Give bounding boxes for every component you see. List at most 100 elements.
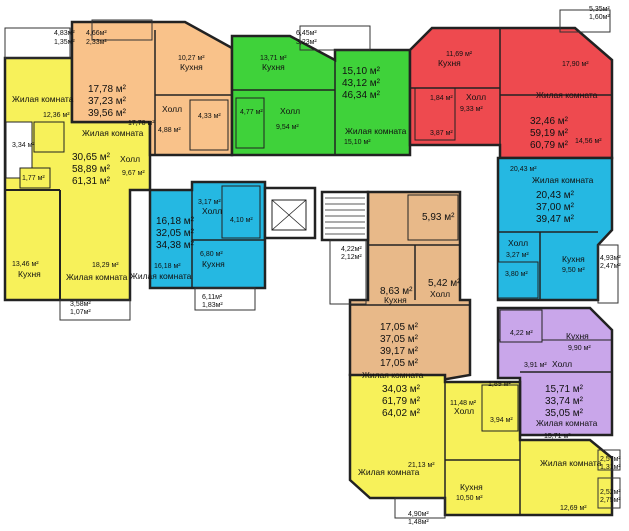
svg-text:15,10 м²: 15,10 м² bbox=[342, 66, 381, 77]
apartment-yellow-bottom[interactable] bbox=[348, 373, 614, 517]
svg-text:9,50 м²: 9,50 м² bbox=[562, 267, 585, 274]
svg-text:Жилая комната: Жилая комната bbox=[536, 90, 598, 100]
svg-text:4,90м²: 4,90м² bbox=[408, 511, 429, 518]
svg-text:37,23 м²: 37,23 м² bbox=[88, 96, 127, 107]
svg-text:2,33м²: 2,33м² bbox=[86, 39, 107, 46]
svg-text:Холл: Холл bbox=[466, 92, 486, 102]
svg-text:35,05 м²: 35,05 м² bbox=[545, 408, 584, 419]
svg-text:39,56 м²: 39,56 м² bbox=[88, 108, 127, 119]
apartment-red[interactable] bbox=[408, 26, 614, 160]
svg-text:4,88 м²: 4,88 м² bbox=[158, 127, 181, 134]
svg-text:9,33 м²: 9,33 м² bbox=[460, 106, 483, 113]
svg-text:Жилая комната: Жилая комната bbox=[358, 467, 420, 477]
svg-text:Холл: Холл bbox=[202, 206, 222, 216]
svg-text:Кухня: Кухня bbox=[384, 295, 407, 305]
svg-text:11,69 м²: 11,69 м² bbox=[446, 51, 473, 58]
red-labels: 11,69 м² Кухня 17,90 м² Жилая комната 1,… bbox=[430, 51, 602, 151]
apartment-green[interactable] bbox=[230, 34, 412, 157]
svg-text:4,22м²: 4,22м² bbox=[341, 246, 362, 253]
svg-text:64,02 м²: 64,02 м² bbox=[382, 408, 421, 419]
svg-text:1,60м²: 1,60м² bbox=[589, 14, 610, 21]
svg-text:6,11м²: 6,11м² bbox=[202, 294, 223, 301]
svg-text:Кухня: Кухня bbox=[262, 62, 285, 72]
svg-text:Жилая комната: Жилая комната bbox=[130, 271, 192, 281]
svg-text:4,93м²: 4,93м² bbox=[600, 255, 621, 262]
svg-text:Кухня: Кухня bbox=[562, 254, 585, 264]
svg-text:5,35м²: 5,35м² bbox=[589, 6, 610, 13]
svg-text:Холл: Холл bbox=[552, 359, 572, 369]
svg-text:Жилая комната: Жилая комната bbox=[82, 128, 144, 138]
svg-text:14,56 м²: 14,56 м² bbox=[575, 138, 602, 145]
svg-text:8,63 м²: 8,63 м² bbox=[380, 286, 413, 297]
svg-text:59,19 м²: 59,19 м² bbox=[530, 128, 569, 139]
svg-text:1,48м²: 1,48м² bbox=[408, 519, 429, 526]
svg-text:Холл: Холл bbox=[430, 289, 450, 299]
svg-text:1,89 м²: 1,89 м² bbox=[488, 381, 511, 388]
svg-text:1,84 м²: 1,84 м² bbox=[430, 95, 453, 102]
svg-text:3,91 м²: 3,91 м² bbox=[524, 362, 547, 369]
svg-text:6,80 м²: 6,80 м² bbox=[200, 251, 223, 258]
svg-text:11,48 м²: 11,48 м² bbox=[450, 400, 477, 407]
apartment-blue-right[interactable] bbox=[496, 156, 614, 302]
svg-text:33,74 м²: 33,74 м² bbox=[545, 396, 584, 407]
orange-labels: 10,27 м² Кухня 17,78 м² 37,23 м² 39,56 м… bbox=[82, 55, 221, 138]
svg-text:2,12м²: 2,12м² bbox=[341, 254, 362, 261]
svg-text:3,58м²: 3,58м² bbox=[70, 301, 91, 308]
svg-text:Жилая комната: Жилая комната bbox=[362, 370, 424, 380]
svg-text:34,03 м²: 34,03 м² bbox=[382, 384, 421, 395]
apartment-yellow-left[interactable] bbox=[3, 56, 152, 302]
blue-left-labels: 16,18 м² 32,05 м² 34,38 м² 3,17 м² Холл … bbox=[130, 199, 253, 281]
apartment-blue-left[interactable] bbox=[148, 180, 267, 290]
room-label: Кухня bbox=[18, 269, 41, 279]
tan-labels: 5,93 м² 8,63 м² Кухня 5,42 м² Холл 17,05… bbox=[362, 212, 461, 380]
svg-text:17,90 м²: 17,90 м² bbox=[562, 61, 589, 68]
svg-text:39,47 м²: 39,47 м² bbox=[536, 214, 575, 225]
svg-text:15,10 м²: 15,10 м² bbox=[344, 139, 371, 146]
svg-text:17,05 м²: 17,05 м² bbox=[380, 358, 419, 369]
svg-text:3,87 м²: 3,87 м² bbox=[430, 130, 453, 137]
svg-text:5,93 м²: 5,93 м² bbox=[422, 212, 455, 223]
svg-text:4,83м²: 4,83м² bbox=[54, 30, 75, 37]
svg-text:3,23м²: 3,23м² bbox=[296, 39, 317, 46]
svg-text:20,43 м²: 20,43 м² bbox=[510, 166, 537, 173]
svg-text:34,38 м²: 34,38 м² bbox=[156, 240, 195, 251]
svg-text:4,10 м²: 4,10 м² bbox=[230, 217, 253, 224]
blue-right-labels: 20,43 м² Жилая комната 20,43 м² 37,00 м²… bbox=[505, 166, 594, 278]
svg-text:9,90 м²: 9,90 м² bbox=[568, 345, 591, 352]
svg-text:60,79 м²: 60,79 м² bbox=[530, 140, 569, 151]
apartment-total: 58,89 м² bbox=[72, 164, 111, 175]
svg-text:Кухня: Кухня bbox=[438, 58, 461, 68]
room-area: 9,67 м² bbox=[122, 170, 145, 177]
room-area: 1,77 м² bbox=[22, 175, 45, 182]
room-area: 3,34 м² bbox=[12, 142, 35, 149]
stair-core bbox=[263, 186, 370, 242]
apartment-purple[interactable] bbox=[496, 306, 614, 437]
svg-text:20,43 м²: 20,43 м² bbox=[536, 190, 575, 201]
svg-text:1,35м²: 1,35м² bbox=[54, 39, 75, 46]
apartment-orange[interactable] bbox=[70, 20, 234, 157]
svg-text:4,66м²: 4,66м² bbox=[86, 30, 107, 37]
svg-text:32,46 м²: 32,46 м² bbox=[530, 116, 569, 127]
purple-labels: 4,22 м² Кухня 9,90 м² 3,91 м² Холл 15,71… bbox=[510, 330, 598, 440]
svg-text:3,80 м²: 3,80 м² bbox=[505, 271, 528, 278]
svg-text:2,75м²: 2,75м² bbox=[600, 497, 621, 504]
svg-text:Кухня: Кухня bbox=[180, 62, 203, 72]
yellow-left-labels: Жилая комната 12,36 м² 3,34 м² 1,77 м² Х… bbox=[12, 94, 145, 282]
apartment-tan[interactable] bbox=[348, 190, 472, 390]
svg-text:Холл: Холл bbox=[454, 406, 474, 416]
room-label: Холл bbox=[120, 154, 140, 164]
svg-text:10,27 м²: 10,27 м² bbox=[178, 55, 205, 62]
svg-text:17,05 м²: 17,05 м² bbox=[380, 322, 419, 333]
room-label: Жилая комната bbox=[12, 94, 74, 104]
svg-text:4,33 м²: 4,33 м² bbox=[198, 113, 221, 120]
svg-text:6,45м²: 6,45м² bbox=[296, 30, 317, 37]
room-area: 13,46 м² bbox=[12, 261, 39, 268]
apartment-total: 61,31 м² bbox=[72, 176, 111, 187]
svg-text:43,12 м²: 43,12 м² bbox=[342, 78, 381, 89]
svg-text:16,18 м²: 16,18 м² bbox=[154, 263, 181, 270]
svg-text:9,54 м²: 9,54 м² bbox=[276, 124, 299, 131]
room-area: 12,36 м² bbox=[43, 112, 70, 119]
apartment-total: 30,65 м² bbox=[72, 152, 111, 163]
svg-text:Кухня: Кухня bbox=[566, 331, 589, 341]
